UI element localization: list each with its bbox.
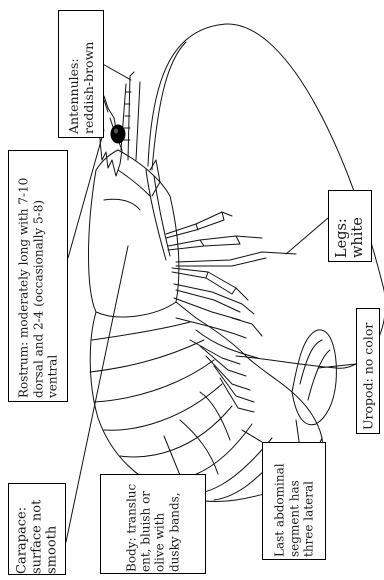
uropod-label: Uropod: no color: [356, 308, 380, 434]
leg-5: [174, 298, 240, 320]
rostrum-label: Rostrum: moderately long with 7-10 dorsa…: [8, 150, 68, 402]
antennules-text: Antennules: reddish-brown: [66, 14, 96, 134]
leg-2: [168, 236, 262, 246]
leg-3: [172, 268, 248, 300]
legs-text: Legs: white: [334, 194, 366, 258]
leg-1: [166, 212, 232, 234]
carapace-text: Carapace: surface not smooth: [15, 484, 60, 574]
antennule-2: [136, 82, 140, 160]
uropod-text: Uropod: no color: [361, 312, 376, 430]
body-label: Body: transluc ent, bluish or olive with…: [100, 474, 206, 574]
rostrum-text: Rostrum: moderately long with 7-10 dorsa…: [16, 154, 60, 398]
antennules-label: Antennules: reddish-brown: [58, 10, 104, 138]
leader-rostrum: [68, 130, 104, 258]
eye: [111, 125, 125, 143]
carapace: [89, 150, 179, 317]
body-text: Body: transluc ent, bluish or olive with…: [125, 476, 182, 572]
leader-legs: [286, 218, 328, 254]
legs-label: Legs: white: [328, 190, 372, 262]
carapace-label: Carapace: surface not smooth: [8, 483, 66, 575]
last-segment-label: Last abdominal segment has three lateral: [262, 442, 326, 560]
last-segment-text: Last abdominal segment has three lateral: [272, 445, 316, 557]
